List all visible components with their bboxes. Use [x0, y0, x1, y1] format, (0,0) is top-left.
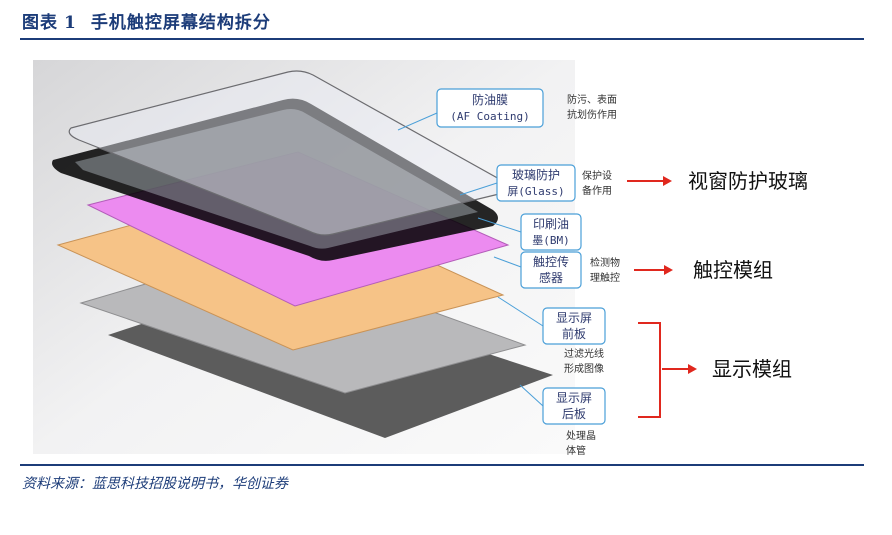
svg-text:过滤光线: 过滤光线 — [564, 347, 604, 360]
arrow-touch-module — [634, 265, 673, 275]
svg-text:显示屏: 显示屏 — [556, 391, 592, 405]
note-display-front: 过滤光线 形成图像 — [564, 347, 604, 375]
svg-text:感器: 感器 — [539, 270, 563, 285]
svg-text:后板: 后板 — [562, 407, 586, 421]
note-touch-sensor: 检测物 理触控 — [590, 256, 620, 284]
label-touch-sensor: 触控传 感器 — [520, 251, 582, 289]
svg-text:印刷油: 印刷油 — [533, 217, 569, 231]
label-glass: 玻璃防护 屏(Glass) — [496, 164, 576, 202]
top-rule — [20, 38, 864, 40]
bottom-rule — [20, 464, 864, 466]
svg-text:理触控: 理触控 — [590, 271, 620, 284]
source-note: 资料来源：蓝思科技招股说明书，华创证券 — [22, 476, 288, 492]
figure-label: 图表 — [22, 13, 58, 33]
note-glass: 保护设 备作用 — [582, 169, 612, 197]
svg-text:防油膜: 防油膜 — [472, 92, 508, 107]
svg-text:抗划伤作用: 抗划伤作用 — [567, 108, 617, 121]
glass-layer — [52, 98, 498, 261]
svg-text:处理晶: 处理晶 — [566, 430, 596, 442]
group-label-touch-module: 触控模组 — [693, 258, 773, 282]
display-module-bracket — [638, 322, 661, 418]
figure-title: 图表 1 手机触控屏幕结构拆分 — [22, 8, 271, 33]
note-af-coating: 防污、表面 抗划伤作用 — [567, 93, 617, 121]
svg-text:玻璃防护: 玻璃防护 — [512, 167, 560, 182]
group-label-window-glass: 视窗防护玻璃 — [688, 169, 808, 193]
figure-number: 1 — [64, 13, 77, 33]
svg-text:备作用: 备作用 — [582, 184, 612, 197]
svg-text:防污、表面: 防污、表面 — [567, 93, 617, 106]
svg-text:保护设: 保护设 — [582, 169, 612, 182]
svg-text:体管: 体管 — [566, 444, 586, 457]
svg-text:检测物: 检测物 — [590, 256, 620, 269]
svg-text:屏(Glass): 屏(Glass) — [507, 185, 564, 198]
group-label-display-module: 显示模组 — [712, 357, 792, 381]
svg-text:前板: 前板 — [562, 326, 586, 341]
label-bm-ink: 印刷油 墨(BM) — [520, 213, 582, 251]
svg-text:(AF Coating): (AF Coating) — [450, 110, 529, 123]
label-display-front: 显示屏 前板 — [542, 307, 606, 345]
label-af-coating: 防油膜 (AF Coating) — [436, 88, 544, 128]
label-display-back: 显示屏 后板 — [542, 387, 606, 425]
svg-text:触控传: 触控传 — [533, 254, 569, 269]
note-display-back: 处理晶 体管 — [566, 430, 596, 457]
arrow-display-module — [662, 364, 697, 374]
arrow-window-glass — [627, 176, 672, 186]
svg-text:墨(BM): 墨(BM) — [532, 234, 570, 247]
figure-title-text: 手机触控屏幕结构拆分 — [90, 13, 271, 33]
svg-text:显示屏: 显示屏 — [556, 311, 592, 325]
svg-text:形成图像: 形成图像 — [564, 363, 604, 375]
